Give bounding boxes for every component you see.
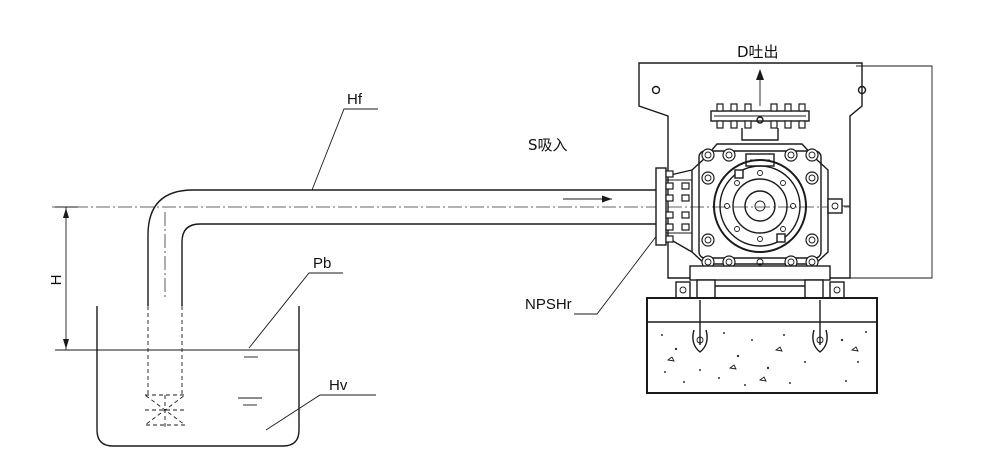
height-label: H	[48, 275, 65, 286]
casing-bolts	[701, 148, 819, 269]
discharge-label: D吐出	[737, 43, 779, 61]
atmospheric-pressure-label: Pb	[313, 255, 331, 272]
suction-pipe	[143, 189, 656, 430]
flow-arrow	[563, 195, 612, 203]
leader-lines	[248, 108, 662, 431]
water-tank	[96, 306, 300, 447]
concrete-foundation	[646, 297, 878, 394]
pump-assembly	[638, 62, 933, 299]
height-dimension	[55, 206, 97, 351]
friction-head-label: Hf	[347, 91, 363, 108]
suction-label: S吸入	[528, 136, 568, 154]
discharge-flange-bolts	[716, 103, 806, 129]
npsh-required-label: NPSHr	[525, 296, 572, 313]
vapor-pressure-label: Hv	[329, 377, 348, 394]
suction-flange-bolts	[665, 170, 690, 243]
housing-holes	[724, 170, 796, 242]
